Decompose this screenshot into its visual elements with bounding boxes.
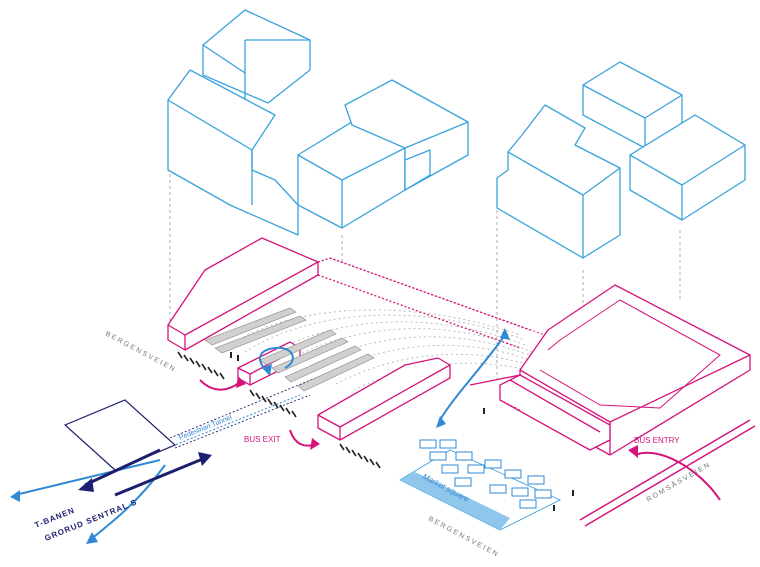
market-square [399,439,562,531]
crosswalk-stripes [177,351,381,469]
pedestrian-arrows [14,334,506,541]
building-cluster-left [167,9,469,236]
projection-guides [169,150,681,380]
label-pedestrian-tunnel: Pedestrian Tunnel [178,414,233,442]
tbanen-arrowheads [78,452,212,492]
bus-arrowheads [236,376,638,458]
label-bergensveien-left: BERGENSVEIEN [104,331,177,374]
market-stalls [419,439,552,509]
label-bus-exit: BUS EXIT [244,435,281,444]
tbanen-arrows [84,448,206,497]
tbanen-station [63,399,177,471]
label-romsasveien: ROMSÅSVEIEN [645,459,713,503]
bus-terminal [167,237,751,456]
romsasveien-road [579,419,756,527]
pedestrian-tunnel-line [149,394,301,456]
label-bus-entry: BUS ENTRY [634,436,680,445]
building-cluster-right [496,61,746,259]
tbanen-guides [169,371,331,449]
pedestrian-arrowheads [10,328,510,544]
